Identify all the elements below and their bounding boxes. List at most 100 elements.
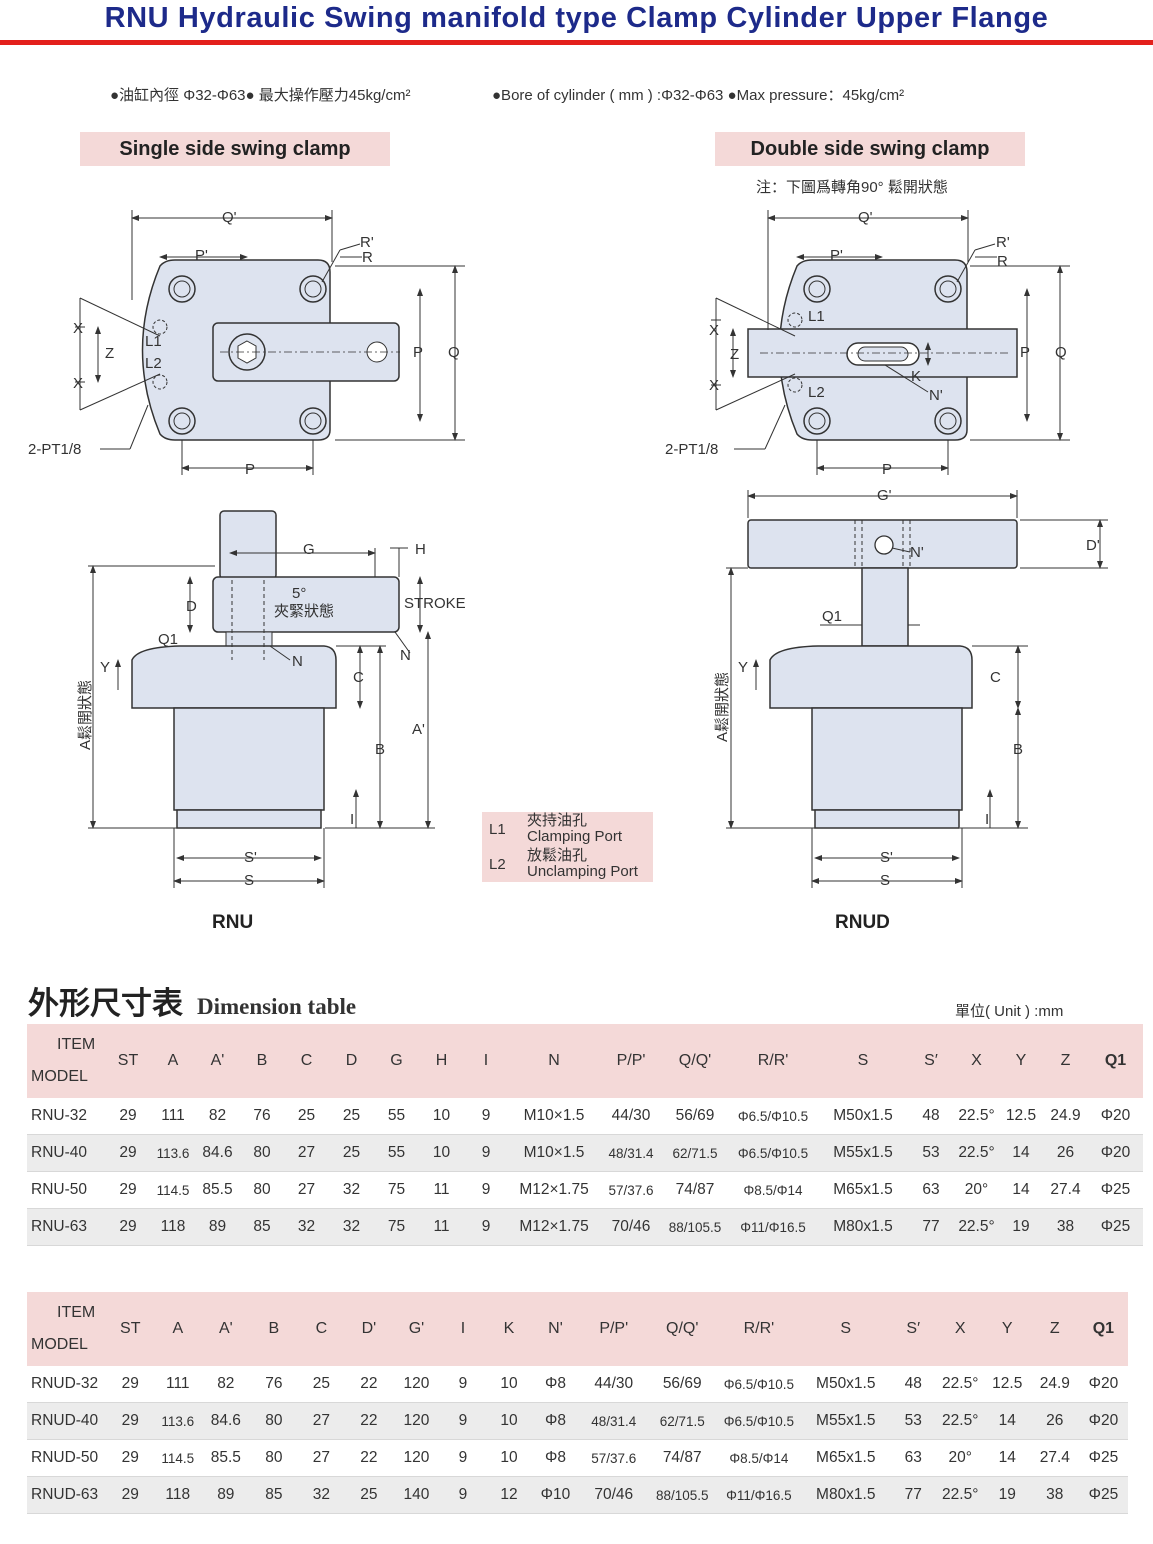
svg-text:R: R bbox=[362, 249, 373, 266]
header-cell: Q1 bbox=[1078, 1292, 1128, 1366]
table-cell: 55 bbox=[374, 1098, 419, 1135]
table-cell: 12.5 bbox=[983, 1366, 1031, 1403]
table-cell: 32 bbox=[329, 1208, 374, 1246]
svg-text:P: P bbox=[245, 461, 255, 478]
svg-text:Q: Q bbox=[1055, 344, 1067, 361]
table-cell: 22.5° bbox=[936, 1366, 984, 1403]
table-cell: M80x1.5 bbox=[801, 1476, 890, 1514]
table-cell: Φ8 bbox=[531, 1439, 579, 1477]
table-cell: 19 bbox=[983, 1476, 1031, 1514]
table-cell: M12×1.75 bbox=[508, 1208, 600, 1246]
table-cell: 22.5° bbox=[954, 1098, 999, 1135]
table-cell: 32 bbox=[329, 1171, 374, 1209]
table-cell: 11 bbox=[419, 1171, 464, 1209]
table-cell: Φ10 bbox=[531, 1476, 579, 1514]
unit-label: 單位( Unit ) :mm bbox=[955, 1003, 1064, 1020]
svg-text:C: C bbox=[353, 669, 364, 686]
table-cell: 22.5° bbox=[936, 1476, 984, 1514]
table-cell: M55x1.5 bbox=[801, 1402, 890, 1440]
header-cell: H bbox=[419, 1024, 464, 1098]
header-cell: S bbox=[801, 1292, 890, 1366]
svg-text:L1: L1 bbox=[808, 308, 825, 325]
header-cell: Q/Q' bbox=[662, 1024, 728, 1098]
header-cell: A' bbox=[195, 1024, 240, 1098]
table-cell: 89 bbox=[201, 1476, 250, 1514]
header-cell: S bbox=[818, 1024, 908, 1098]
header-cell: P/P' bbox=[578, 1292, 649, 1366]
table-cell: Φ11/Φ16.5 bbox=[728, 1208, 818, 1246]
table-cell: 27 bbox=[297, 1402, 345, 1440]
table-cell: M65x1.5 bbox=[801, 1439, 890, 1477]
table-cell: Φ20 bbox=[1078, 1366, 1128, 1403]
table-cell: 9 bbox=[439, 1402, 486, 1440]
table-cell: 84.6 bbox=[195, 1134, 240, 1172]
svg-text:Q1: Q1 bbox=[158, 631, 178, 648]
svg-text:X: X bbox=[73, 375, 83, 392]
table-cell: 22.5° bbox=[954, 1134, 999, 1172]
model-cell: RNUD-63 bbox=[27, 1476, 107, 1514]
title-underline bbox=[0, 40, 1153, 45]
table-cell: 10 bbox=[419, 1134, 464, 1172]
header-cell: G bbox=[374, 1024, 419, 1098]
table-cell: 76 bbox=[249, 1366, 298, 1403]
table-cell: 25 bbox=[297, 1366, 345, 1403]
svg-text:A鬆開狀態: A鬆開狀態 bbox=[714, 672, 731, 742]
table-cell: 120 bbox=[392, 1366, 440, 1403]
model-cell: RNU-50 bbox=[27, 1171, 105, 1209]
table-cell: 74/87 bbox=[648, 1439, 716, 1477]
table-cell: 63 bbox=[889, 1439, 937, 1477]
svg-text:Z: Z bbox=[105, 345, 114, 362]
table-cell: 120 bbox=[392, 1402, 440, 1440]
table-cell: 27 bbox=[297, 1439, 345, 1477]
table-cell: 26 bbox=[1030, 1402, 1079, 1440]
table-cell: 44/30 bbox=[578, 1366, 649, 1403]
table-cell: 77 bbox=[889, 1476, 937, 1514]
table-cell: 56/69 bbox=[648, 1366, 716, 1403]
table-cell: 80 bbox=[249, 1439, 298, 1477]
spec-cn: ●油缸內徑 Φ32-Φ63● 最大操作壓力45kg/cm² bbox=[110, 87, 411, 104]
table-cell: 20° bbox=[936, 1439, 984, 1477]
table-cell: 38 bbox=[1030, 1476, 1079, 1514]
svg-text:STROKE: STROKE bbox=[404, 595, 466, 612]
table-cell: 14 bbox=[983, 1439, 1031, 1477]
table-cell: 111 bbox=[153, 1366, 202, 1403]
svg-text:G: G bbox=[303, 541, 315, 558]
table-cell: 84.6 bbox=[201, 1402, 250, 1440]
table-cell: Φ6.5/Φ10.5 bbox=[728, 1134, 818, 1172]
table-cell: 10 bbox=[419, 1098, 464, 1135]
table-cell: 48 bbox=[889, 1366, 937, 1403]
svg-text:X: X bbox=[709, 377, 719, 394]
svg-text:夾緊狀態: 夾緊狀態 bbox=[274, 603, 334, 620]
table-cell: 114.5 bbox=[153, 1439, 202, 1477]
table-cell: Φ25 bbox=[1078, 1439, 1128, 1477]
model-cell: RNU-40 bbox=[27, 1134, 105, 1172]
table-cell: 9 bbox=[464, 1171, 508, 1209]
table-cell: 85 bbox=[249, 1476, 298, 1514]
table-cell: Φ20 bbox=[1088, 1098, 1143, 1135]
header-cell: X bbox=[954, 1024, 999, 1098]
svg-text:Z: Z bbox=[730, 346, 739, 363]
table-cell: Φ25 bbox=[1088, 1208, 1143, 1246]
svg-text:R: R bbox=[997, 253, 1008, 270]
table-cell: 24.9 bbox=[1030, 1366, 1079, 1403]
table-cell: 53 bbox=[908, 1134, 954, 1172]
header-cell: R/R' bbox=[728, 1024, 818, 1098]
svg-text:R': R' bbox=[360, 234, 374, 251]
table-cell: 10 bbox=[485, 1439, 532, 1477]
page-title: RNU Hydraulic Swing manifold type Clamp … bbox=[104, 2, 1049, 34]
table-cell: 22.5° bbox=[936, 1402, 984, 1440]
header-cell: B bbox=[249, 1292, 298, 1366]
svg-text:S': S' bbox=[244, 849, 257, 866]
table-cell: 75 bbox=[374, 1208, 419, 1246]
table-cell: 29 bbox=[106, 1439, 154, 1477]
header-cell: S′ bbox=[889, 1292, 937, 1366]
header-cell: S′ bbox=[908, 1024, 954, 1098]
table-cell: Φ8.5/Φ14 bbox=[715, 1439, 802, 1477]
table-cell: 89 bbox=[195, 1208, 240, 1246]
table-cell: 9 bbox=[439, 1476, 486, 1514]
